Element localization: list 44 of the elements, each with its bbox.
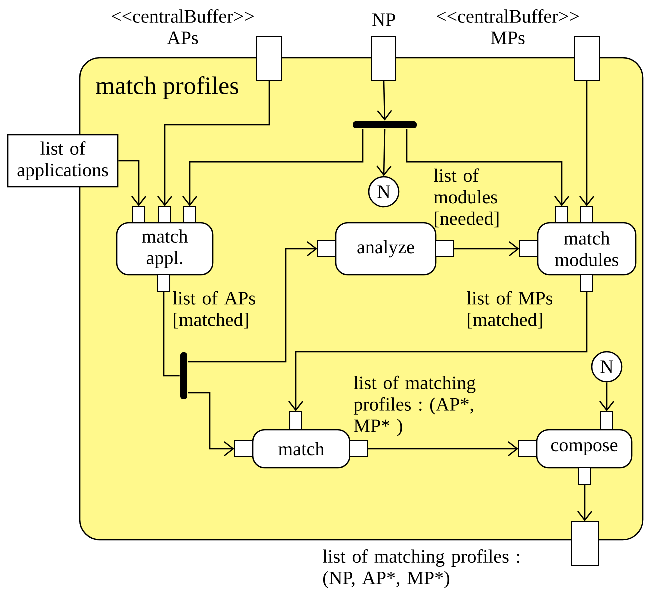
pin-box <box>600 412 614 430</box>
arrow <box>454 241 520 256</box>
arrow <box>406 129 570 206</box>
pin-box <box>580 206 594 224</box>
arrow <box>118 160 147 206</box>
action-box: match <box>252 429 351 469</box>
arrow <box>288 292 588 412</box>
pin-box <box>556 206 568 224</box>
object-box: list of applications <box>7 134 119 188</box>
action-box: match appl. <box>116 222 214 276</box>
pin-box <box>520 240 538 258</box>
arrow <box>376 129 392 176</box>
flow-label: list of modules [needed] <box>434 168 499 228</box>
pin-box <box>184 206 196 224</box>
pin-box <box>158 206 172 224</box>
arrow <box>158 82 270 206</box>
pin-box <box>580 274 594 292</box>
pin-label: list of matching profiles : (NP, AP*, MP*) <box>323 550 520 588</box>
edge-label: list of matching profiles : (AP*, MP* ) <box>354 376 494 436</box>
action-box: match modules <box>537 222 637 276</box>
arrow <box>368 441 518 456</box>
pin-label: NP <box>372 14 396 26</box>
arrow <box>188 392 234 456</box>
pin-box <box>234 440 254 458</box>
fork-bar <box>180 352 188 400</box>
arrow <box>579 82 595 206</box>
pin-box <box>132 206 146 224</box>
arrow <box>188 241 318 363</box>
flow-label: list of MPs [matched] <box>467 291 553 329</box>
pin-box <box>350 440 368 458</box>
pin-box <box>436 240 454 258</box>
pin-box <box>290 412 302 430</box>
arrow <box>577 485 593 522</box>
arrow <box>377 81 392 121</box>
action-box: compose <box>536 429 633 469</box>
arrow <box>182 129 364 206</box>
pin-box <box>318 240 336 258</box>
pin-label: <<centralBuffer>> APs <box>112 9 254 45</box>
frame-title: match profiles <box>96 76 238 100</box>
pin-box <box>578 467 592 485</box>
arrow <box>599 382 615 412</box>
pin-label: <<centralBuffer>> MPs <box>437 9 579 45</box>
pin-box <box>518 440 538 458</box>
pin-label: list of APs [matched] <box>173 291 256 329</box>
